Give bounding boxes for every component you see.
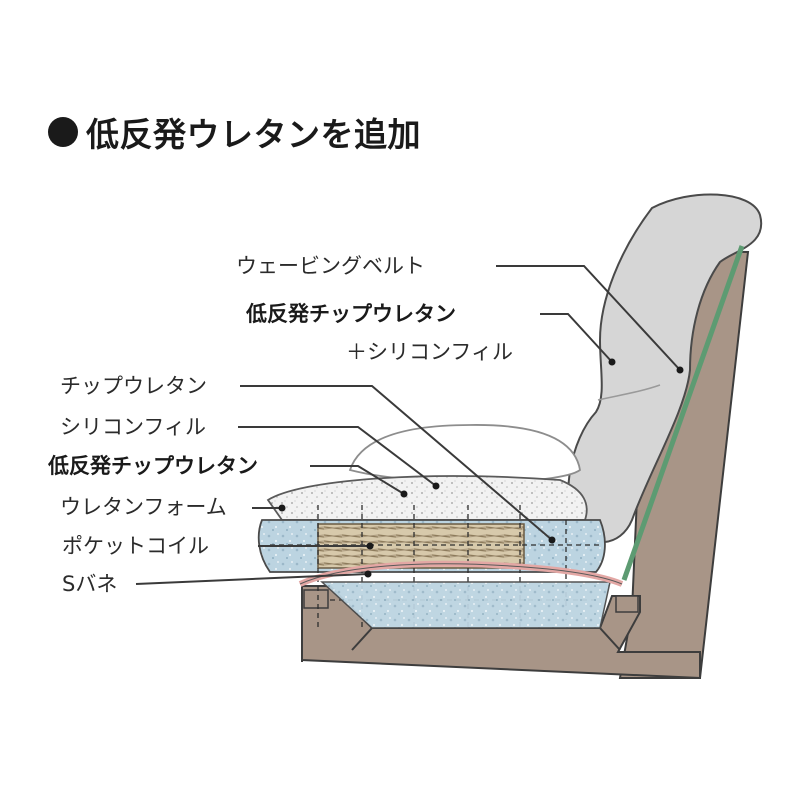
label-chip-urethane: チップウレタン bbox=[60, 374, 207, 398]
label-s-spring: Sバネ bbox=[62, 572, 118, 596]
back-cushion bbox=[567, 193, 763, 543]
page-title: 低反発ウレタンを追加 bbox=[48, 108, 421, 156]
webbing-belt bbox=[621, 245, 745, 581]
leader-lines bbox=[135, 265, 681, 585]
label-pocket-coil: ポケットコイル bbox=[62, 534, 209, 558]
label-low-rebound-chip-urethane: 低反発チップウレタン bbox=[48, 454, 258, 478]
silicon-fill-top bbox=[348, 424, 581, 484]
leader-dots bbox=[278, 358, 684, 578]
label-back-silicon-fill: ＋シリコンフィル bbox=[346, 340, 513, 364]
label-webbing-belt: ウェービングベルト bbox=[236, 254, 425, 278]
label-urethane-foam: ウレタンフォーム bbox=[60, 495, 227, 519]
bullet-icon bbox=[48, 117, 78, 147]
base-foam bbox=[320, 581, 611, 629]
label-back-low-rebound-chip-urethane: 低反発チップウレタン bbox=[246, 302, 456, 326]
chip-urethane-layer bbox=[266, 475, 588, 521]
label-silicon-fill: シリコンフィル bbox=[60, 415, 206, 439]
page-title-text: 低反発ウレタンを追加 bbox=[86, 115, 421, 154]
